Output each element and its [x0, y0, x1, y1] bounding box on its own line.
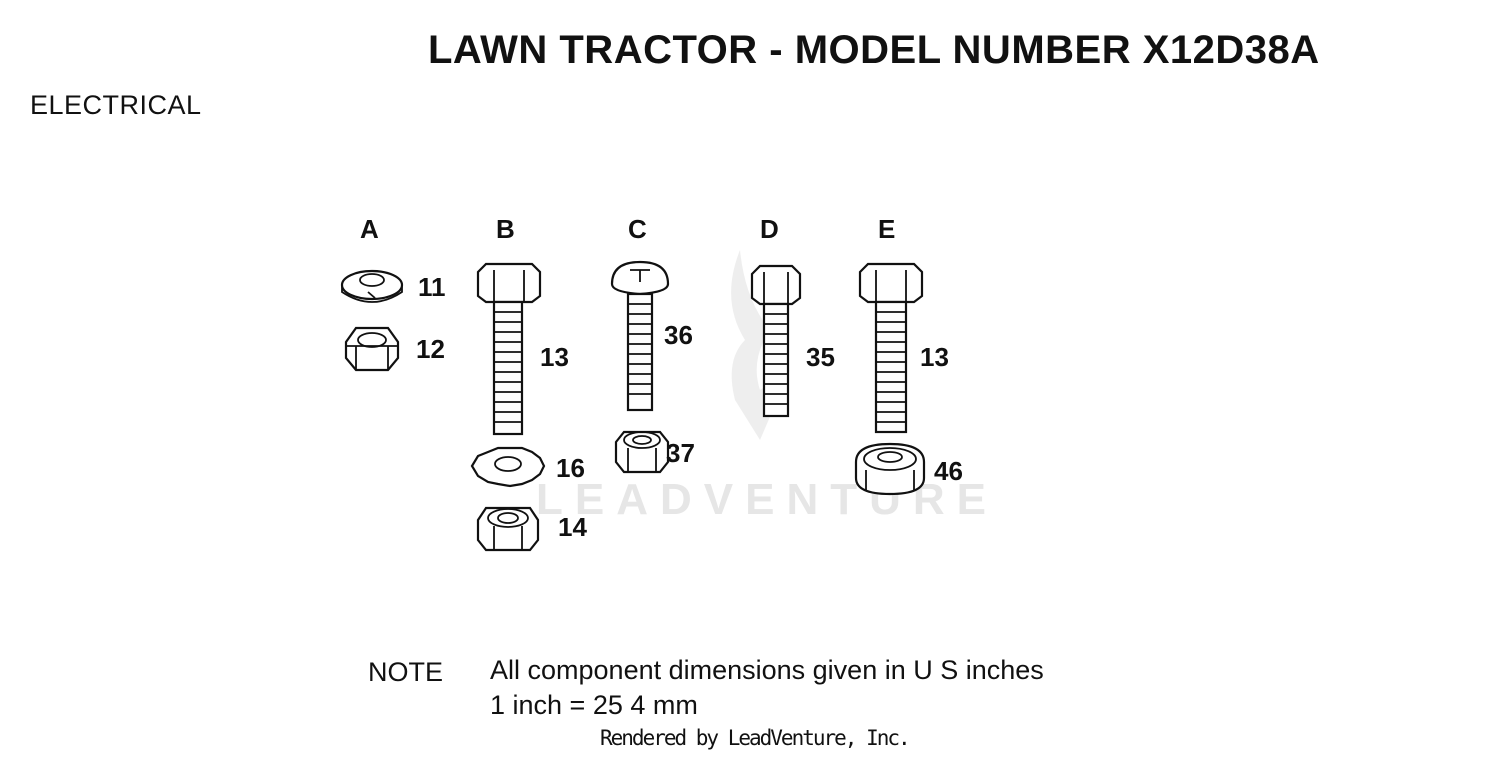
column-label-c: C [628, 214, 647, 244]
note-line-2: 1 inch = 25 4 mm [490, 690, 698, 720]
watermark-text: LEADVENTURE [536, 475, 998, 524]
column-label-b: B [496, 214, 515, 244]
hex-bolt-icon [858, 262, 924, 434]
star-washer-icon [470, 446, 546, 488]
flange-nut-icon [854, 442, 926, 496]
hex-nut-icon [344, 326, 400, 372]
round-head-screw-icon [610, 260, 670, 412]
lock-nut-icon [476, 506, 540, 552]
part-number-14: 14 [558, 512, 587, 542]
section-heading: ELECTRICAL [30, 90, 202, 120]
part-number-16: 16 [556, 453, 585, 483]
column-label-e: E [878, 214, 895, 244]
part-number-37: 37 [666, 438, 695, 468]
part-number-46: 46 [934, 456, 963, 486]
hex-bolt-icon [750, 264, 802, 418]
part-number-12: 12 [416, 334, 445, 364]
part-number-13-b: 13 [540, 342, 569, 372]
column-label-d: D [760, 214, 779, 244]
part-number-35: 35 [806, 342, 835, 372]
part-number-13-e: 13 [920, 342, 949, 372]
render-credit: Rendered by LeadVenture, Inc. [600, 726, 911, 750]
lock-washer-icon [340, 269, 404, 303]
keps-nut-icon [614, 430, 670, 474]
column-label-a: A [360, 214, 379, 244]
part-number-11: 11 [418, 272, 446, 302]
note-line-1: All component dimensions given in U S in… [490, 655, 1044, 685]
hex-bolt-icon [476, 262, 542, 436]
note-label: NOTE [368, 657, 444, 687]
page-title: LAWN TRACTOR - MODEL NUMBER X12D38A [428, 28, 1320, 72]
part-number-36: 36 [664, 320, 693, 350]
